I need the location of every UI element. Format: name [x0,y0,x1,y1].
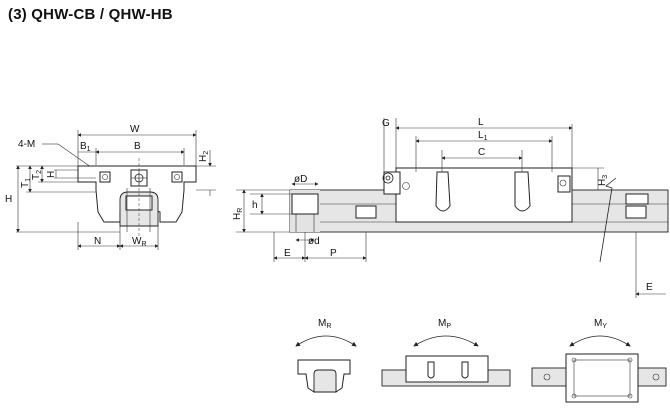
dim-h-label: H [5,194,12,205]
dim-e-right-label: E [646,282,653,293]
dim-h-small-label: h [252,200,258,211]
dim-h1-label: H [46,171,57,178]
dim-p-label: P [330,248,337,259]
moment-mr-label: MR [318,318,331,330]
side-view: G L L1 C H3 øD h HR ød [232,117,669,298]
side-block [395,167,573,223]
dim-b1-label: B1 [80,141,91,153]
moment-mr: MR [295,318,357,393]
page-title: (3) QHW-CB / QHW-HB [8,6,173,23]
dim-4m-label: 4-M [18,139,35,150]
dim-n-label: N [94,236,101,247]
dim-e-left-label: E [284,248,291,259]
dim-od-label: øD [294,174,307,185]
dim-w-label: W [130,124,140,135]
moment-my-label: MY [594,318,607,330]
dim-t1-label: T1 [20,178,32,188]
grease-nipple-side [382,172,394,184]
dim-t2-label: T2 [31,170,43,180]
dim-h3-label: H3 [597,175,609,186]
dim-b-label: B [134,141,141,152]
moment-mp-label: MP [438,318,451,330]
moment-mp: MP [381,318,511,387]
dim-l-label: L [478,117,484,128]
front-view: W B B1 4-M H2 [5,124,216,250]
dim-wr-label: WR [132,236,147,248]
dim-hr-label: HR [232,208,244,220]
dim-c-label: C [478,147,485,158]
dim-h2-label: H2 [198,151,210,162]
dim-l1-label: L1 [478,130,488,142]
dim-g-label: G [382,118,390,129]
dim-od-small-label: ød [308,236,320,247]
mount-hole-right [171,171,183,183]
moment-my: MY [531,318,667,403]
mount-hole-left [99,171,111,183]
